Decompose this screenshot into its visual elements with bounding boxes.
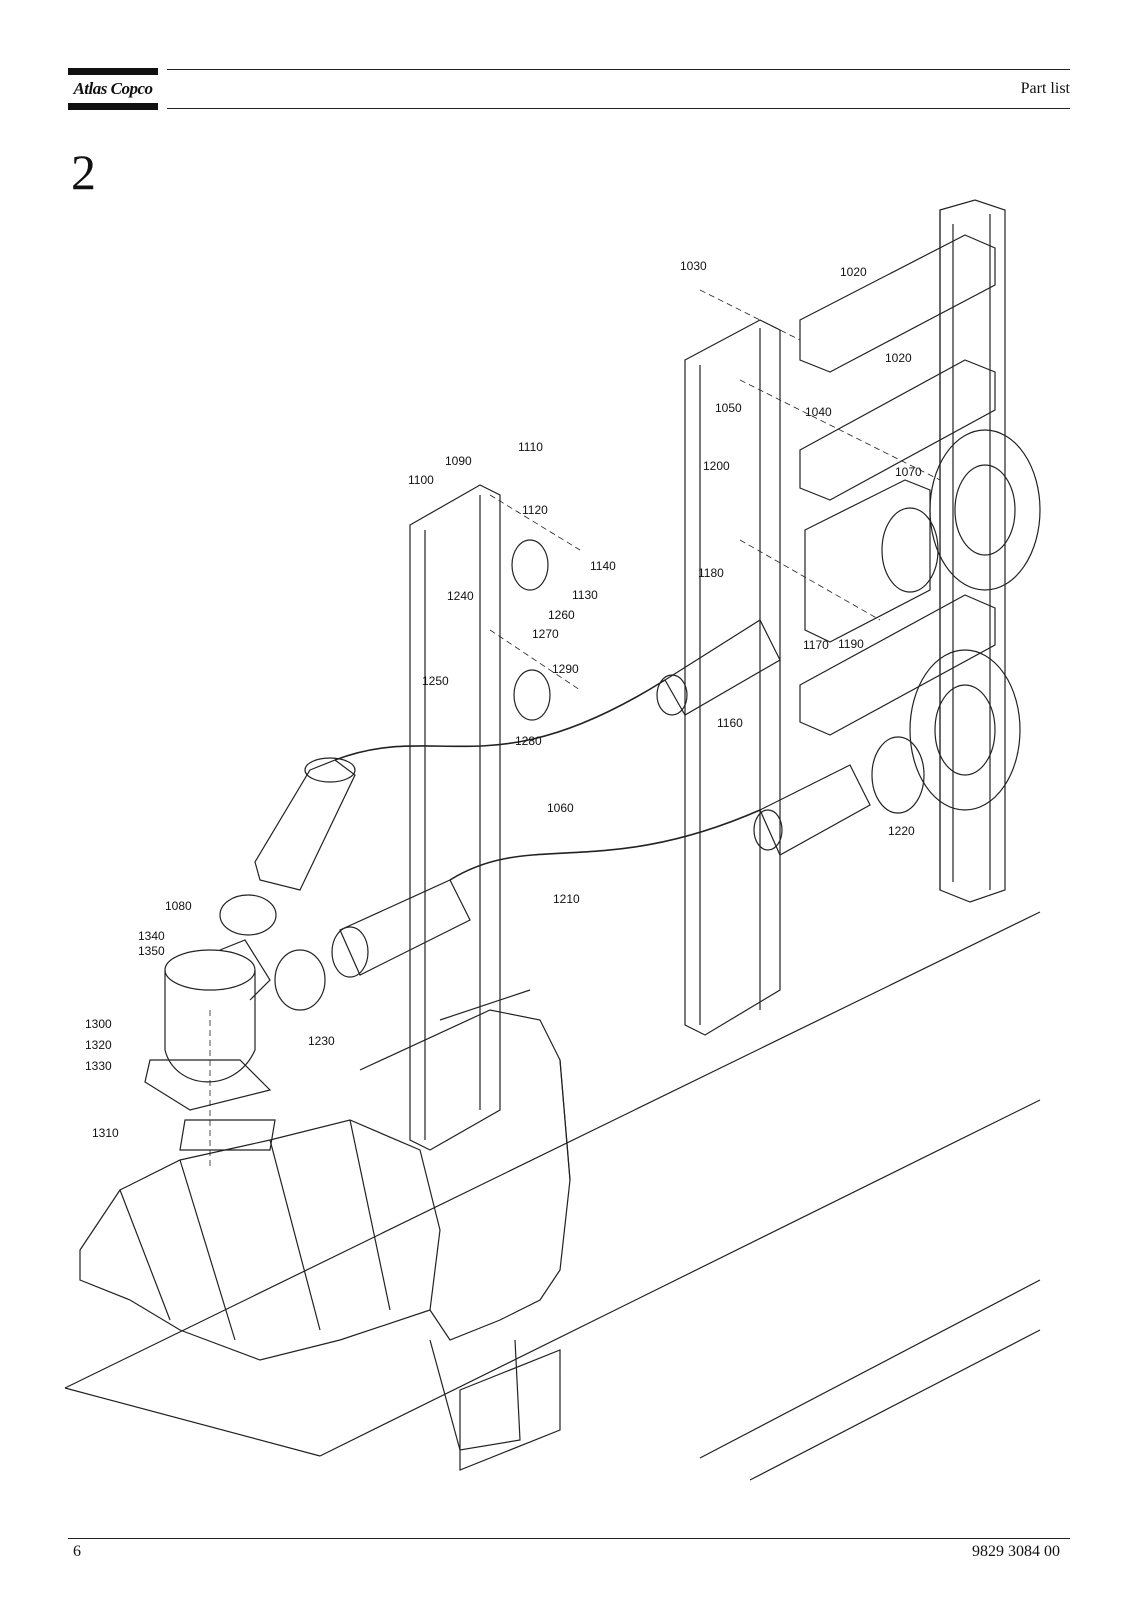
callout-1240: 1240 — [447, 589, 474, 603]
logo-bar-top — [68, 68, 158, 75]
callout-1280: 1280 — [515, 734, 542, 748]
support-brackets — [799, 234, 996, 736]
callout-1180: 1180 — [698, 566, 724, 580]
callout-1070: 1070 — [895, 465, 922, 479]
hoses — [254, 619, 871, 978]
hose-clamps — [219, 507, 939, 1011]
callout-1100: 1100 — [408, 473, 434, 487]
callout-1290: 1290 — [552, 662, 579, 676]
callout-1300: 1300 — [85, 1017, 112, 1031]
left-channel — [409, 484, 501, 1151]
air-filter-housings — [909, 429, 1041, 811]
rear-column — [939, 199, 1006, 903]
callout-1080: 1080 — [165, 899, 192, 913]
callout-1340: 1340 — [138, 929, 165, 943]
callout-1220: 1220 — [888, 824, 915, 838]
callout-1260: 1260 — [548, 608, 575, 622]
footer-rule — [68, 1538, 1070, 1539]
callout-1250: 1250 — [422, 674, 449, 688]
part-callouts: 1020 1020 1030 1040 1050 1060 1070 1080 … — [85, 259, 922, 1140]
callout-1030: 1030 — [680, 259, 707, 273]
inlet-valve — [144, 939, 276, 1151]
leader-lines — [209, 289, 941, 1170]
callout-1060: 1060 — [547, 801, 574, 815]
callout-1190: 1190 — [838, 637, 864, 651]
callout-1130: 1130 — [572, 588, 598, 602]
callout-1110: 1110 — [518, 440, 543, 454]
logo-text: Atlas Copco — [73, 79, 153, 98]
callout-1170: 1170 — [803, 638, 829, 652]
base-frame — [64, 911, 1041, 1481]
callout-1040: 1040 — [805, 405, 832, 419]
document-number: 9829 3084 00 — [972, 1543, 1060, 1560]
callout-1020-a: 1020 — [840, 265, 867, 279]
callout-1200: 1200 — [703, 459, 730, 473]
callout-1160: 1160 — [717, 716, 743, 730]
callout-1140: 1140 — [590, 559, 616, 573]
callout-1090: 1090 — [445, 454, 472, 468]
callout-1050: 1050 — [715, 401, 742, 415]
callout-1310: 1310 — [92, 1126, 119, 1140]
callout-1350: 1350 — [138, 944, 165, 958]
callout-1210: 1210 — [553, 892, 580, 906]
callout-1270: 1270 — [532, 627, 559, 641]
callout-1120: 1120 — [522, 503, 548, 517]
header-rule-bottom — [167, 108, 1070, 109]
callout-1320: 1320 — [85, 1038, 112, 1052]
callout-1020-b: 1020 — [885, 351, 912, 365]
page-title: Part list — [1020, 80, 1070, 97]
logo-bar-bottom — [68, 103, 158, 110]
exploded-parts-drawing: 1020 1020 1030 1040 1050 1060 1070 1080 … — [64, 199, 1041, 1481]
page-number: 6 — [73, 1543, 81, 1560]
atlas-copco-logo: Atlas Copco — [68, 68, 158, 110]
header-rule-top — [167, 69, 1070, 70]
middle-channel — [684, 319, 781, 1036]
callout-1330: 1330 — [85, 1059, 112, 1073]
compressor-element — [79, 989, 571, 1471]
section-number: 2 — [71, 144, 96, 200]
callout-1230: 1230 — [308, 1034, 335, 1048]
